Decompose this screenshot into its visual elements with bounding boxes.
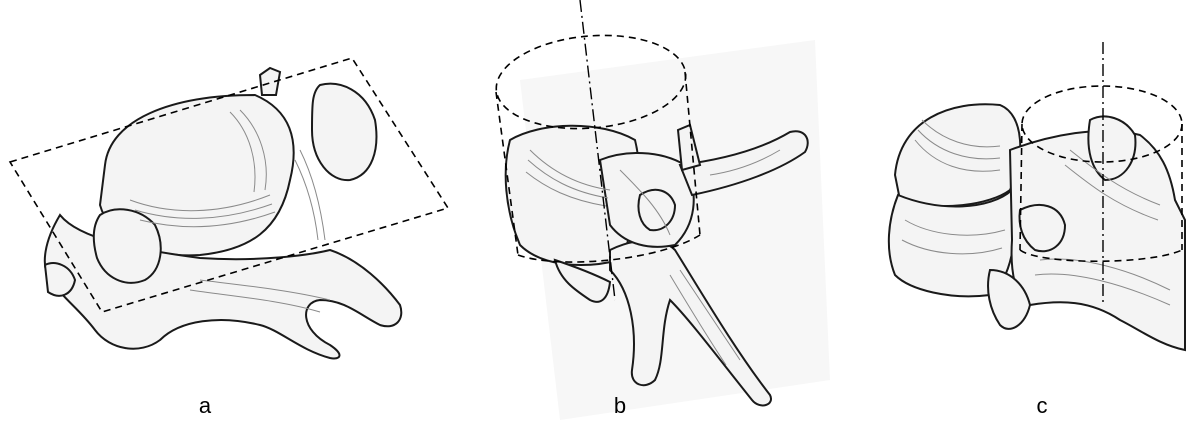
vertebra-c-drawing: [840, 0, 1190, 421]
panel-label-a: a: [185, 393, 225, 419]
panel-label-c: c: [1022, 393, 1062, 419]
panel-a: a: [0, 0, 460, 421]
panel-c: c: [840, 0, 1190, 421]
vertebra-b-drawing: [460, 0, 840, 421]
articular-process-right-a: [312, 84, 376, 180]
panel-label-b: b: [600, 393, 640, 419]
panel-b: b: [460, 0, 840, 421]
vertebra-a-drawing: [0, 0, 460, 421]
